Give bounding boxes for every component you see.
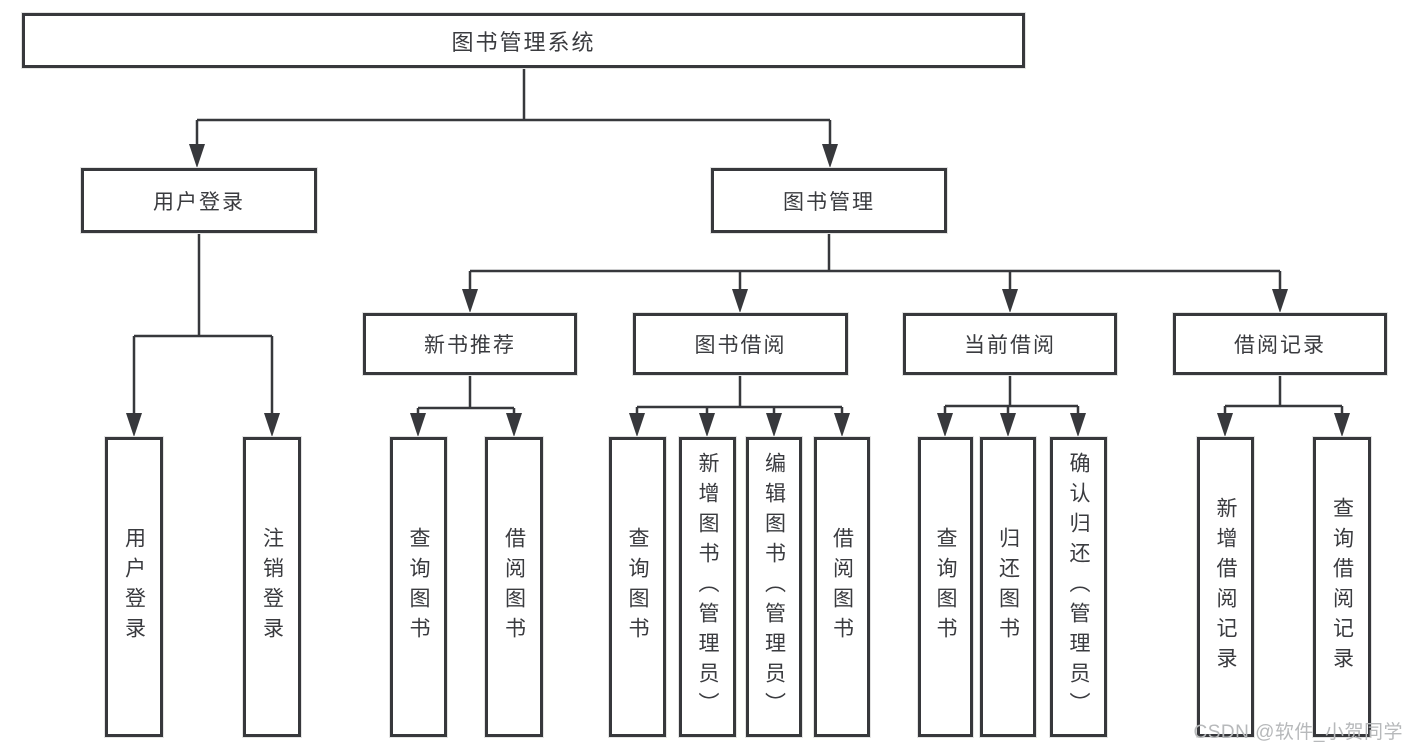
node-label: 用户登录: [122, 527, 146, 647]
edge-root-branch: [195, 68, 832, 150]
arrow-down-icon: [834, 413, 850, 437]
arrow-down-icon: [126, 413, 142, 437]
node-book-borrow: 图书借阅: [633, 313, 848, 375]
arrow-down-icon: [732, 289, 748, 313]
node-book-management: 图书管理: [711, 168, 947, 233]
leaf-edit-book-admin: 编辑图书（管理员）: [746, 437, 802, 737]
node-label: 借阅图书: [502, 527, 526, 647]
leaf-borrow-books-borrow: 借阅图书: [814, 437, 870, 737]
node-current-borrow: 当前借阅: [903, 313, 1117, 375]
leaf-confirm-return-admin: 确认归还（管理员）: [1050, 437, 1107, 737]
arrow-down-icon: [822, 144, 838, 168]
arrow-down-icon: [506, 413, 522, 437]
node-label: 查询图书: [626, 527, 649, 647]
arrow-down-icon: [699, 413, 715, 437]
arrow-down-icon: [937, 413, 953, 437]
node-label: 注销登录: [260, 527, 284, 647]
arrow-down-icon: [629, 413, 645, 437]
arrow-down-icon: [1000, 413, 1016, 437]
node-label: 图书借阅: [694, 334, 787, 357]
leaf-borrow-books-recommend: 借阅图书: [485, 437, 543, 737]
edge-book-mgmt-branch: [468, 233, 1282, 296]
node-label: 归还图书: [996, 527, 1020, 647]
node-label: 确认归还（管理员）: [1067, 452, 1090, 722]
arrow-down-icon: [1217, 413, 1233, 437]
arrow-down-icon: [1002, 289, 1018, 313]
edge-borrow-branch: [635, 375, 844, 420]
node-label: 查询图书: [934, 527, 957, 647]
leaf-query-borrow-record: 查询借阅记录: [1313, 437, 1371, 737]
leaf-add-borrow-record: 新增借阅记录: [1197, 437, 1254, 737]
leaf-add-book-admin: 新增图书（管理员）: [679, 437, 736, 737]
leaf-logout: 注销登录: [243, 437, 301, 737]
node-label: 借阅图书: [830, 527, 854, 647]
leaf-query-books-current: 查询图书: [918, 437, 973, 737]
leaf-return-book: 归还图书: [980, 437, 1036, 737]
node-label: 当前借阅: [964, 334, 1056, 357]
node-label: 图书管理系统: [451, 29, 596, 55]
leaf-user-login: 用户登录: [105, 437, 163, 737]
node-label: 新增借阅记录: [1214, 497, 1237, 677]
arrowheads: [126, 144, 1350, 437]
leaf-query-books-borrow: 查询图书: [609, 437, 666, 737]
arrow-down-icon: [189, 144, 205, 168]
node-label: 新书推荐: [424, 334, 516, 357]
arrow-down-icon: [410, 413, 426, 437]
arrow-down-icon: [766, 413, 782, 437]
node-label: 查询图书: [407, 527, 430, 647]
edge-new-book-branch: [416, 375, 516, 420]
node-new-book-recommend: 新书推荐: [363, 313, 577, 375]
csdn-watermark: CSDN @软件_小贺同学: [1193, 722, 1403, 743]
node-label: 编辑图书（管理员）: [762, 452, 786, 722]
node-label: 查询借阅记录: [1330, 497, 1354, 677]
node-borrow-records: 借阅记录: [1173, 313, 1387, 375]
arrow-down-icon: [462, 289, 478, 313]
node-user-login: 用户登录: [81, 168, 317, 233]
arrow-down-icon: [264, 413, 280, 437]
node-label: 用户登录: [153, 190, 245, 214]
node-label: 图书管理: [783, 190, 875, 214]
edge-user-login-branch: [132, 233, 274, 420]
node-label: 新增图书（管理员）: [696, 452, 719, 722]
arrow-down-icon: [1272, 289, 1288, 313]
node-library-system: 图书管理系统: [22, 13, 1025, 68]
leaf-query-books-recommend: 查询图书: [390, 437, 447, 737]
node-label: 借阅记录: [1234, 334, 1326, 357]
arrow-down-icon: [1070, 413, 1086, 437]
edge-records-branch: [1223, 375, 1344, 420]
arrow-down-icon: [1334, 413, 1350, 437]
